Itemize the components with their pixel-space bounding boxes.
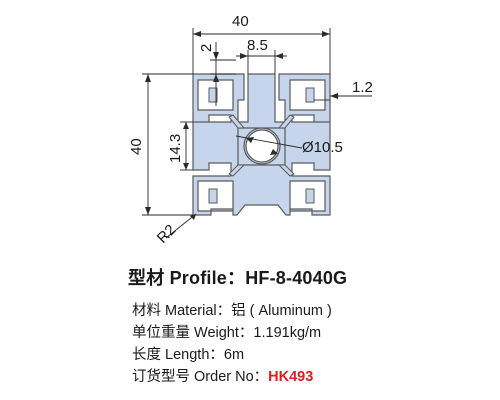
profile-cross-section-drawing: 40 8.5 2 1.2 40 14.3 Ø10.5 R2 — [128, 13, 373, 247]
dim-height-label: 40 — [128, 138, 145, 155]
spec-weight-value: 1.191kg/m — [253, 325, 322, 341]
profile-title-value: HF-8-4040G — [245, 268, 348, 288]
dim-width-label: 40 — [232, 13, 249, 30]
spec-order-value: HK493 — [268, 369, 314, 385]
dim-top-wall-label: 2 — [198, 44, 215, 52]
spec-weight-label: 单位重量 Weight： — [132, 325, 254, 341]
profile-title-label: 型材 Profile： — [128, 268, 246, 288]
spec-row-material: 材料 Material：铝 ( Aluminum ) — [132, 300, 332, 322]
dimension-arrows — [145, 31, 338, 220]
dim-inner-height-label: 14.3 — [167, 134, 184, 163]
spec-list: 材料 Material：铝 ( Aluminum ) 单位重量 Weight：1… — [132, 300, 332, 388]
dim-bore-label: Ø10.5 — [302, 139, 343, 156]
spec-order-label: 订货型号 Order No： — [132, 369, 269, 385]
spec-length-value: 6m — [223, 347, 245, 363]
center-bore — [245, 129, 279, 163]
spec-row-length: 长度 Length：6m — [132, 344, 332, 366]
dim-slot-width-label: 8.5 — [247, 37, 268, 54]
dim-side-wall-label: 1.2 — [352, 79, 373, 96]
dim-radius-label: R2 — [154, 221, 180, 247]
spec-material-label: 材料 Material： — [132, 303, 232, 319]
spec-length-label: 长度 Length： — [132, 347, 224, 363]
spec-row-weight: 单位重量 Weight：1.191kg/m — [132, 322, 332, 344]
profile-title: 型材 Profile：HF-8-4040G — [128, 264, 347, 290]
inner-webs — [228, 114, 295, 177]
slot-lips — [208, 87, 315, 204]
spec-row-order-number: 订货型号 Order No：HK493 — [132, 366, 332, 388]
spec-material-value: 铝 ( Aluminum ) — [231, 303, 332, 319]
